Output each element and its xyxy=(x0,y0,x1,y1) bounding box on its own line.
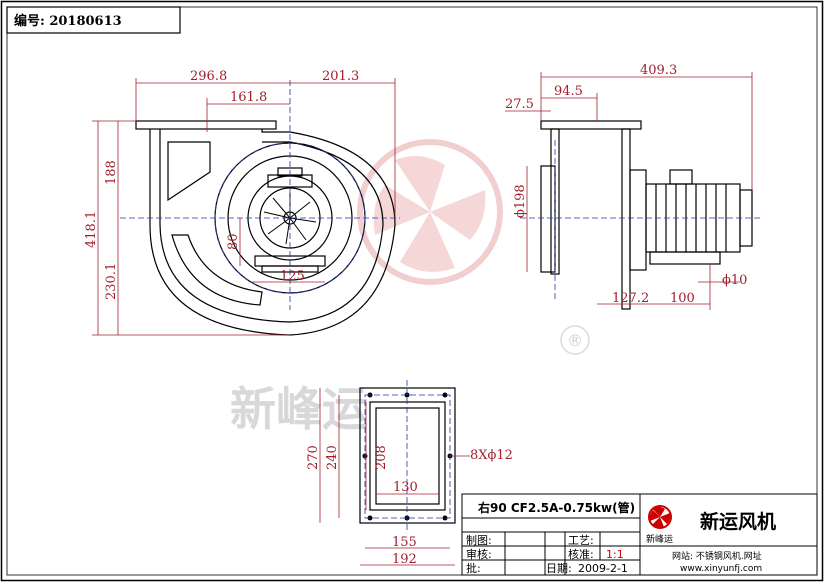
dim-motor-offset: 127.2 xyxy=(612,291,649,306)
dim-outlet-h270: 270 xyxy=(306,445,321,470)
outlet-view xyxy=(359,387,456,524)
watermark-text: 新峰运 xyxy=(230,382,368,436)
model-name: 右90 CF2.5A-0.75kw(管) xyxy=(477,500,635,515)
front-view-blades xyxy=(263,192,317,245)
outlet-center-lines xyxy=(364,380,451,530)
dim-outlet-h208: 208 xyxy=(374,445,389,470)
dim-outlet-w192: 192 xyxy=(392,552,417,567)
label-drawn: 制图: xyxy=(466,534,492,547)
dim-base-width: 125 xyxy=(280,269,305,284)
dim-inlet-offset: 161.8 xyxy=(230,90,267,105)
label-approved: 批: xyxy=(466,561,481,575)
outlet-dimension-lines xyxy=(319,388,470,566)
dim-flange-thickness: 27.5 xyxy=(505,97,534,112)
dim-inlet-diameter: ϕ198 xyxy=(513,184,528,218)
company-logo-icon xyxy=(648,505,672,529)
label-process: 工艺: xyxy=(568,534,594,547)
header-box xyxy=(6,6,181,34)
dim-side-depth: 94.5 xyxy=(554,84,583,99)
dim-outlet-w155: 155 xyxy=(392,535,417,550)
company-name: 新运风机 xyxy=(700,510,776,533)
label-check: 核准: xyxy=(568,547,594,561)
dim-outlet-w130: 130 xyxy=(393,480,418,495)
company-website: 网站: 不锈钢风机.网址 xyxy=(672,550,762,562)
side-dimension-lines xyxy=(505,72,753,310)
title-block xyxy=(461,493,818,576)
watermark-logo: ® xyxy=(357,139,590,355)
company-url: www.xinyunfj.com xyxy=(680,564,762,574)
drawing-number: 编号: 20180613 xyxy=(14,13,122,29)
registered-mark: ® xyxy=(567,331,583,350)
dim-motor-base: 100 xyxy=(670,291,695,306)
side-center-lines xyxy=(520,140,760,300)
front-dimension-lines xyxy=(92,78,396,336)
dim-hub-height: 80 xyxy=(226,233,241,250)
dim-height-total: 418.1 xyxy=(84,211,99,248)
logo-text: 新峰运 xyxy=(646,533,673,545)
side-view xyxy=(540,120,753,310)
scale-value: 1:1 xyxy=(606,548,624,561)
dim-outlet-h240: 240 xyxy=(325,445,340,470)
label-date: 日期: xyxy=(546,562,572,575)
dim-mount-hole: ϕ10 xyxy=(722,273,747,288)
dim-width-right: 201.3 xyxy=(322,69,359,84)
label-reviewed: 审核: xyxy=(466,547,492,561)
dim-height-bottom: 230.1 xyxy=(104,263,119,300)
dim-holes: 8Xϕ12 xyxy=(470,448,513,463)
front-view xyxy=(135,120,396,336)
date-value: 2009-2-1 xyxy=(578,562,628,575)
front-center-lines xyxy=(120,80,400,310)
sheet-inner-border xyxy=(6,6,818,576)
dim-width-left: 296.8 xyxy=(190,69,227,84)
dim-side-total: 409.3 xyxy=(640,63,677,78)
dim-height-top: 188 xyxy=(104,160,119,185)
